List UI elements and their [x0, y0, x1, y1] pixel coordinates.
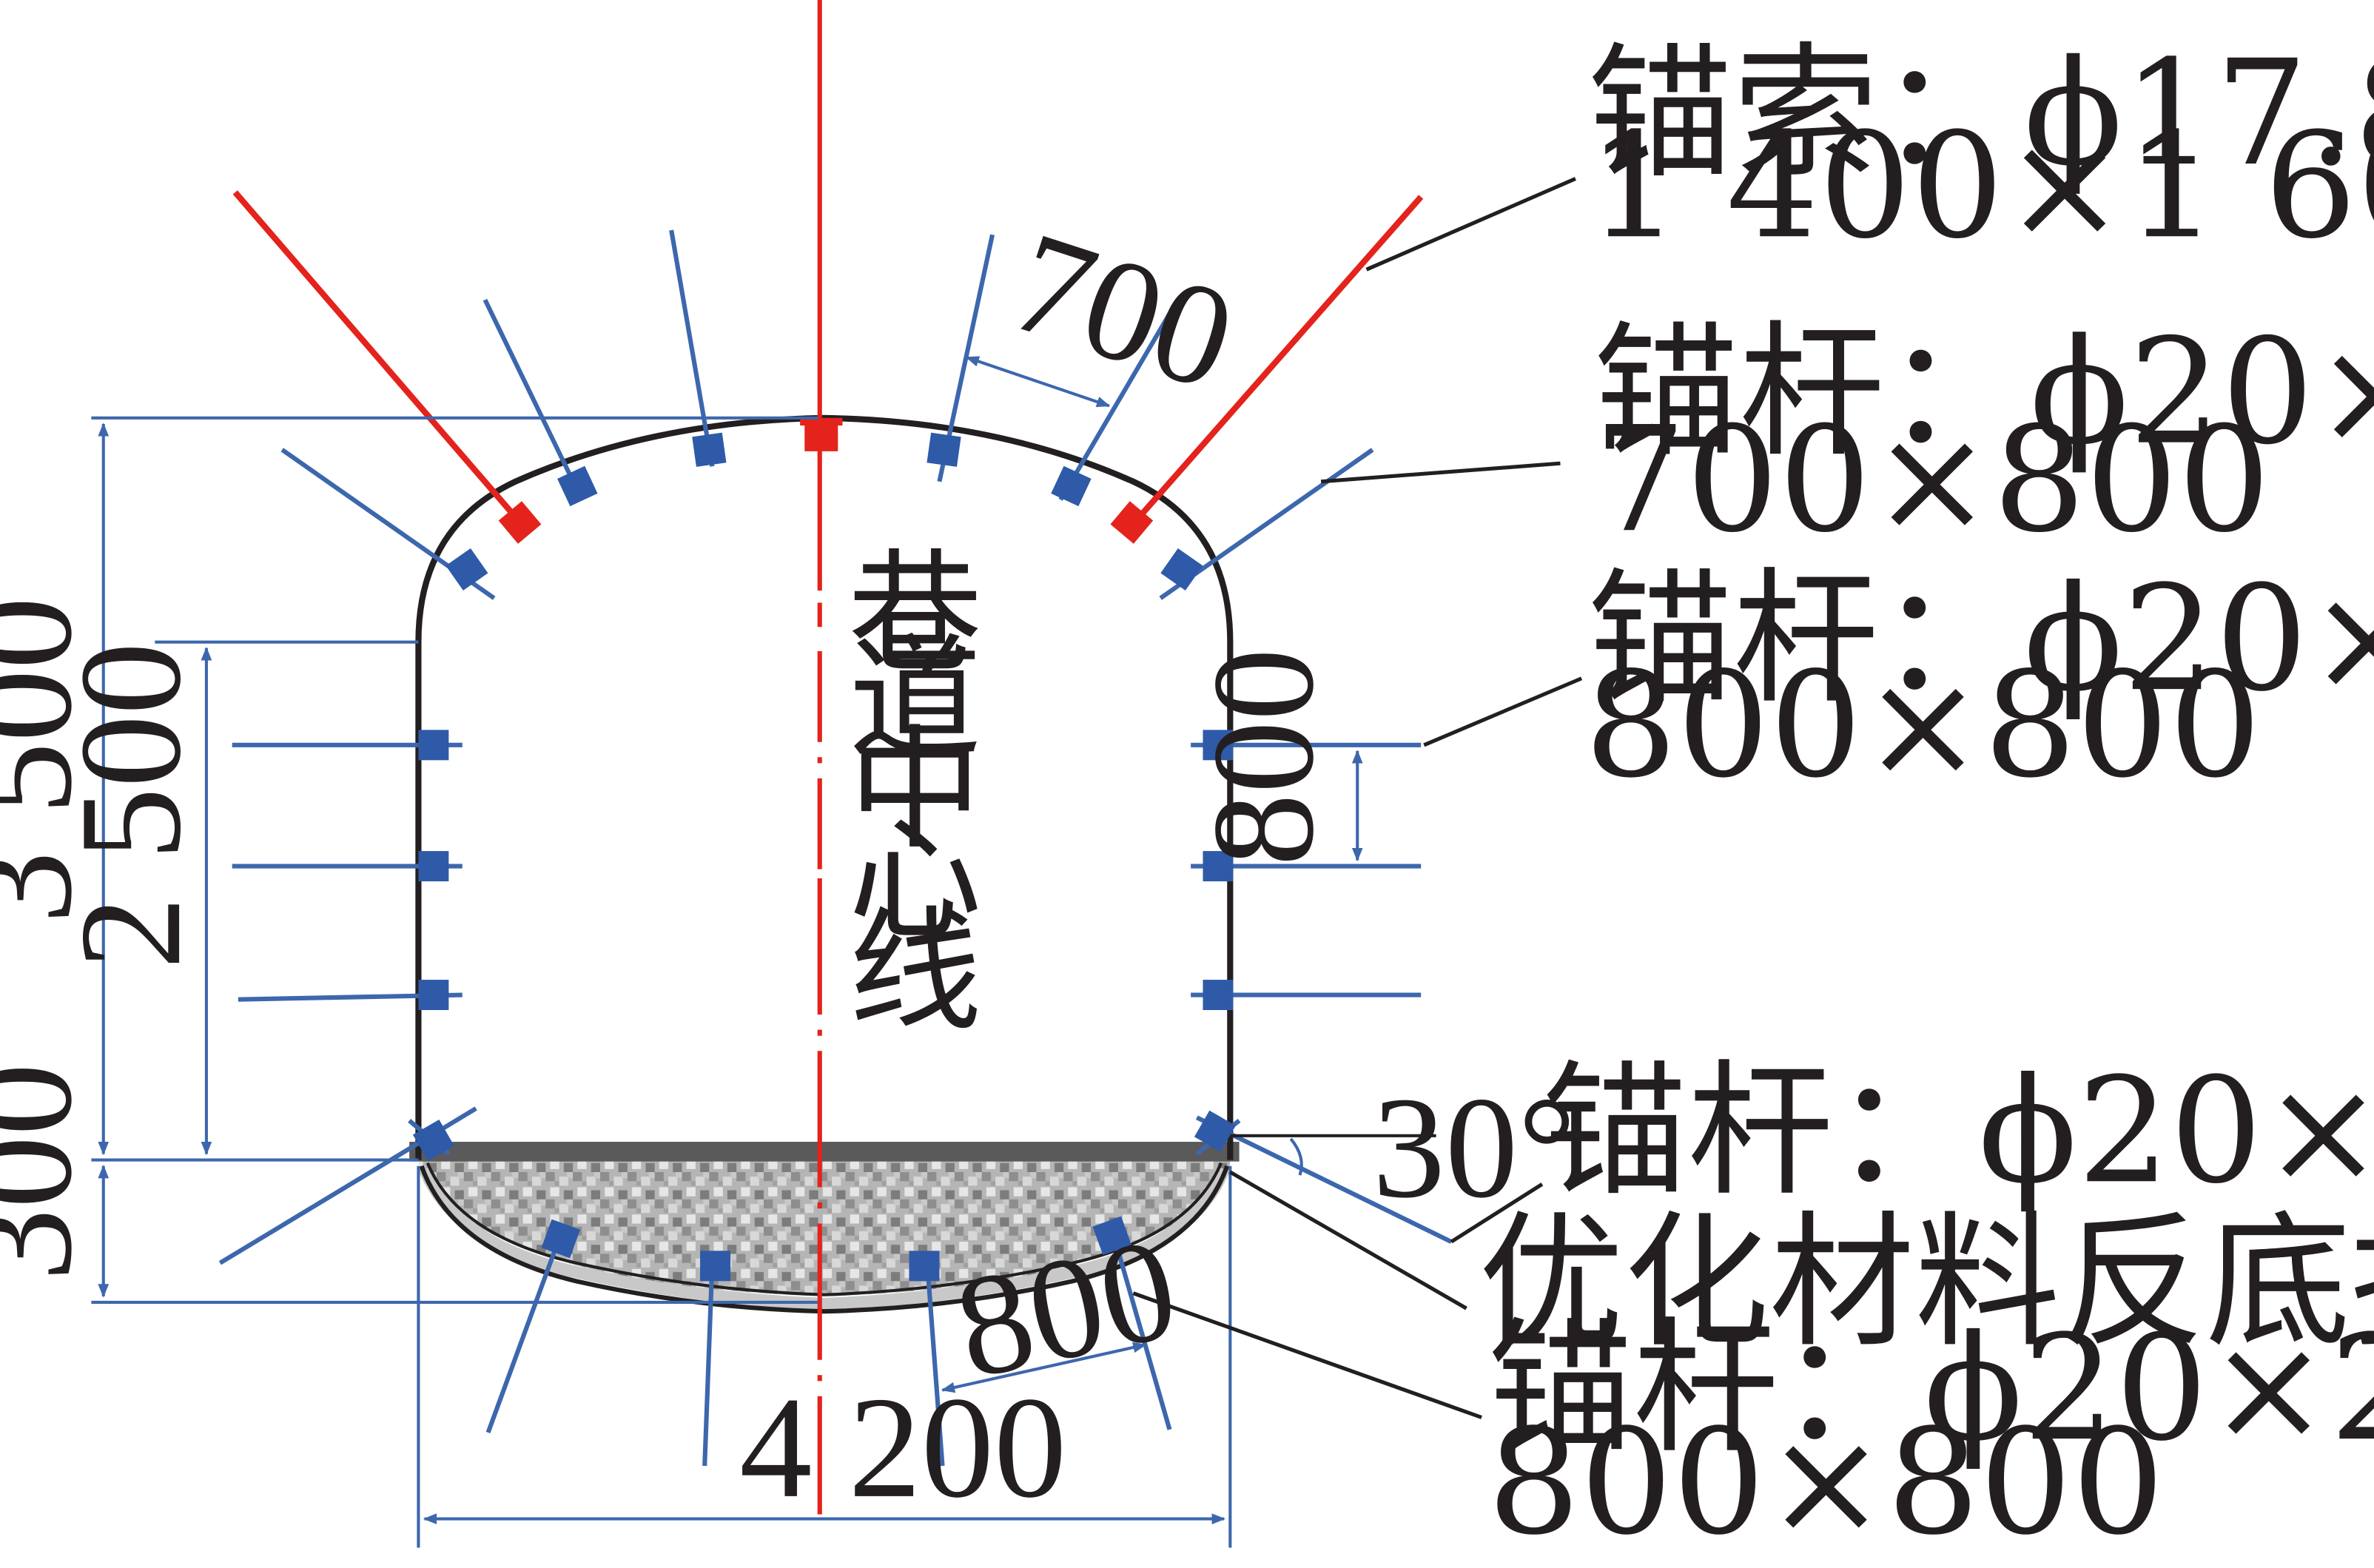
floor-depth-dim: 300: [0, 1063, 102, 1282]
corner-bolt-spec-line1: 锚杆：ϕ20×2 800: [1542, 1047, 2374, 1216]
cable-spec-line1: 锚索：ϕ17.8×7 000: [1587, 30, 2374, 198]
centerline-label: 巷 道 中 心 线: [849, 537, 982, 1049]
width-dim: 4 200: [739, 1367, 1066, 1528]
floor-bolt-plates: [541, 1216, 1131, 1282]
cable-anchor-left: [232, 190, 524, 526]
wall-bolt-spec-line1: 锚杆：ϕ20×2 800: [1587, 555, 2374, 724]
cable-spec-line2: 1 400×1 600: [1587, 102, 2374, 271]
floor-arch-structure: [409, 1142, 1240, 1314]
centerline-char-2: 道: [849, 622, 982, 777]
wall-bolt-plates: [418, 730, 1234, 1010]
angle-dim: 30°: [1373, 1068, 1576, 1228]
dimension-lines: [91, 356, 1363, 1548]
roof-bolt-spec-line2: 700×800: [1593, 396, 2270, 565]
wall-bolt-spec-line2: 800×800: [1584, 642, 2262, 810]
corner-bolt-plates: [412, 1110, 1236, 1161]
wall-height-dim: 2 500: [50, 642, 211, 969]
floor-bolt-spec-line2: 800×800: [1487, 1399, 2165, 1564]
callout-labels: 锚索：ϕ17.8×7 000 1 400×1 600 锚杆：ϕ20×2 800 …: [1479, 30, 2374, 1567]
floor-bolt-spec-line1: 锚杆：ϕ20×2 800: [1487, 1305, 2374, 1473]
total-height-dim: 3 500: [0, 596, 102, 923]
cable-plate-left: [498, 501, 542, 544]
cable-anchors: [232, 190, 1424, 544]
centerline-char-3: 中: [849, 713, 982, 868]
centerline-char-5: 线: [849, 895, 982, 1049]
roof-bolt-plates: [445, 432, 1203, 590]
wall-spacing-dim: 800: [1183, 648, 1344, 867]
floor-structure-label: 优化材料反底拱组合结构: [1479, 1199, 2374, 1367]
roof-bolt-spec-line1: 锚杆：ϕ20×2 800: [1593, 309, 2374, 477]
roadway-outline: [415, 414, 1234, 1160]
roof-spacing-dim: 700: [995, 201, 1251, 421]
centerline-char-1: 巷: [849, 537, 982, 692]
cable-plate-right: [1110, 501, 1154, 544]
cable-anchor-right: [1131, 195, 1424, 526]
leader-lines: [1132, 177, 1583, 1419]
centerline-char-4: 心: [849, 804, 982, 958]
angle-arc: [1289, 1137, 1303, 1176]
floor-bolts: [485, 1228, 1172, 1467]
